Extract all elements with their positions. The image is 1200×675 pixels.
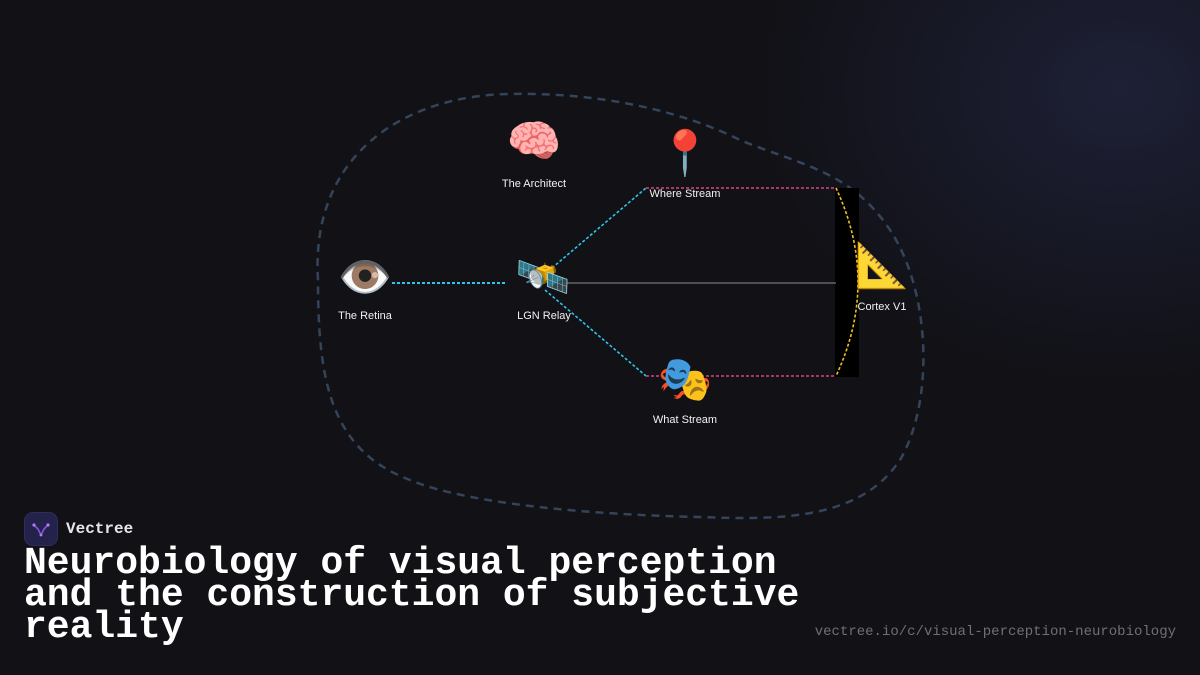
triangular-ruler-icon[interactable]: 📐 — [854, 240, 910, 291]
node-label-where-stream: Where Stream — [649, 188, 721, 200]
edge-where-what — [835, 187, 859, 377]
theater-masks-icon[interactable]: 🎭 — [657, 354, 713, 405]
eye-icon[interactable]: 👁️ — [337, 252, 393, 303]
brand-name: Vectree — [66, 520, 134, 538]
edge-lgn-what — [544, 289, 647, 377]
node-label-what-stream: What Stream — [652, 414, 718, 426]
node-label-architect: The Architect — [501, 178, 567, 190]
diagram-boundary — [316, 92, 925, 520]
node-label-cortex: Cortex V1 — [857, 301, 907, 313]
page-url[interactable]: vectree.io/c/visual-perception-neurobiol… — [814, 624, 1176, 640]
satellite-icon[interactable]: 🛰️ — [515, 252, 571, 303]
node-label-lgn: LGN Relay — [517, 310, 571, 322]
pin-icon[interactable]: 📍 — [657, 128, 713, 179]
brand: Vectree — [24, 512, 133, 546]
brain-icon[interactable]: 🧠 — [506, 116, 562, 167]
vectree-logo-icon — [24, 512, 58, 546]
page-title: Neurobiology of visual perception and th… — [24, 542, 800, 649]
cortex-shadow — [835, 188, 859, 377]
node-label-retina: The Retina — [338, 310, 392, 322]
edge-lgn-where — [551, 187, 647, 269]
